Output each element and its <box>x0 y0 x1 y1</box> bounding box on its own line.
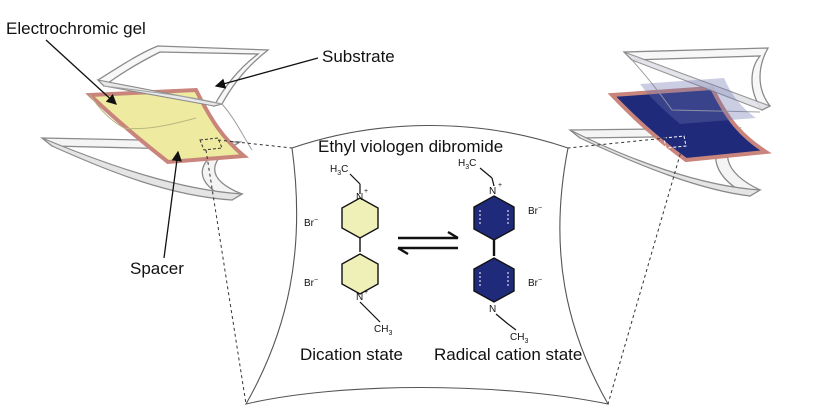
spacer-arrow <box>163 150 182 259</box>
equilibrium-arrows <box>397 230 459 256</box>
svg-text:N: N <box>489 304 496 315</box>
substrate-arrow <box>214 57 319 89</box>
right-gel-layer <box>607 85 772 163</box>
svg-text:+: + <box>364 289 368 296</box>
dication-molecule: H3C N + N + CH3 Br− Br− <box>304 164 392 337</box>
label-electrochromic-gel: Electrochromic gel <box>6 19 146 38</box>
panel-title: Ethyl viologen dibromide <box>318 137 503 156</box>
svg-text:Br−: Br− <box>528 205 542 217</box>
label-spacer: Spacer <box>130 259 184 278</box>
connector-left-bottom <box>205 149 247 405</box>
ch3-top-h: H <box>330 164 337 175</box>
label-substrate: Substrate <box>322 47 395 66</box>
left-device <box>40 45 270 201</box>
svg-text:+: + <box>364 188 368 195</box>
dication-ring-lower <box>341 253 379 295</box>
gel-arrow <box>45 39 117 105</box>
svg-text:+: + <box>498 182 502 189</box>
left-spacer-dashed <box>199 137 223 151</box>
right-device <box>568 47 772 197</box>
label-radical-cation-state: Radical cation state <box>434 345 582 364</box>
connector-right-top <box>567 137 667 149</box>
panel-outline <box>244 125 610 405</box>
svg-text:N: N <box>489 186 496 197</box>
molecule-panel <box>205 125 683 405</box>
label-dication-state: Dication state <box>300 345 403 364</box>
svg-text:Br−: Br− <box>304 277 318 289</box>
radical-molecule: H3C N + N CH3 Br− Br− <box>458 158 542 345</box>
svg-text:CH3: CH3 <box>510 332 528 345</box>
left-gel-layer <box>85 87 250 165</box>
svg-text:N: N <box>356 292 363 303</box>
svg-text:H3C: H3C <box>458 158 476 171</box>
svg-text:H3C: H3C <box>330 164 348 177</box>
svg-text:Br−: Br− <box>528 277 542 289</box>
svg-text:Br−: Br− <box>304 217 318 229</box>
radical-ring-lower <box>473 257 515 303</box>
connector-right-bottom <box>607 147 683 405</box>
n-plus-upper: N <box>356 192 363 203</box>
right-spacer-dashed <box>663 135 687 149</box>
svg-text:CH3: CH3 <box>374 324 392 337</box>
connector-left-top <box>217 139 293 149</box>
